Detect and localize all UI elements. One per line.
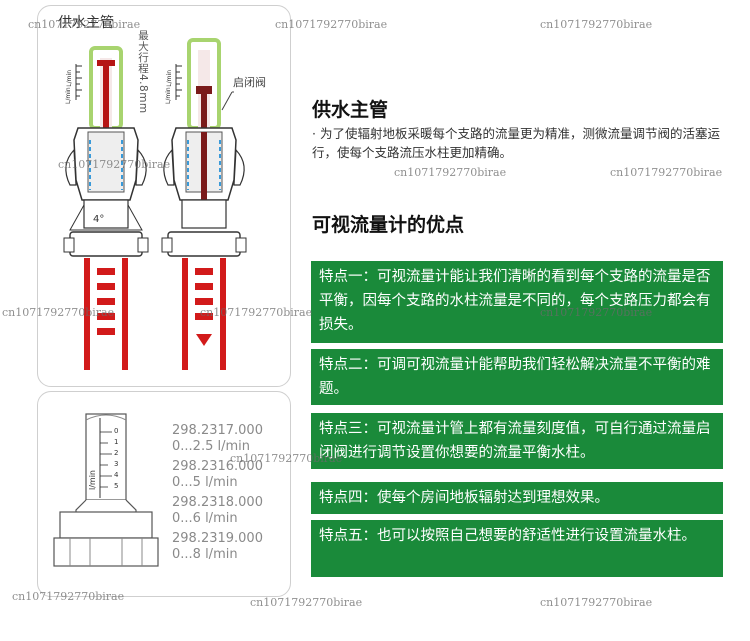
watermark: cn1071792770birae bbox=[58, 158, 171, 171]
model-item-1: 298.2317.000 0...2.5 l/min bbox=[172, 423, 263, 455]
model-code: 298.2317.000 bbox=[172, 423, 263, 438]
model-range: 0...2.5 l/min bbox=[172, 439, 250, 454]
model-code: 298.2319.000 bbox=[172, 531, 263, 546]
advantages-heading: 可视流量计的优点 bbox=[312, 214, 465, 236]
left-flowmeter-assembly: L/min bbox=[63, 46, 149, 370]
watermark: cn1071792770birae bbox=[28, 18, 141, 31]
watermark: cn1071792770birae bbox=[394, 166, 507, 179]
feature-box-5: 特点五：也可以按照自己想要的舒适性进行设置流量水柱。 bbox=[311, 520, 723, 577]
model-item-2: 298.2316.000 0...5 l/min bbox=[172, 459, 263, 491]
feature-box-3: 特点三：可视流量计管上都有流量刻度值，可自行通过流量启闭阀进行调节设置你想要的流… bbox=[311, 413, 723, 469]
watermark: cn1071792770birae bbox=[200, 306, 313, 319]
right-flowmeter-assembly: L/min bbox=[161, 38, 247, 370]
watermark: cn1071792770birae bbox=[610, 166, 723, 179]
diagram-panel-top bbox=[37, 5, 291, 387]
description-text: · 为了使辐射地板采暖每个支路的流量更为精准，测微流量调节阀的活塞运行，使每个支… bbox=[312, 126, 720, 160]
model-range: 0...5 l/min bbox=[172, 475, 238, 490]
watermark: cn1071792770birae bbox=[540, 18, 653, 31]
svg-text:L/min: L/min bbox=[165, 87, 172, 104]
svg-text:L/min: L/min bbox=[65, 87, 72, 104]
watermark: cn1071792770birae bbox=[250, 596, 363, 609]
gauge-tick-label: 3 bbox=[114, 460, 119, 468]
model-code: 298.2318.000 bbox=[172, 495, 263, 510]
gauge-unit-label: l/min bbox=[88, 470, 97, 491]
watermark: cn1071792770birae bbox=[540, 306, 653, 319]
watermark: cn1071792770birae bbox=[2, 306, 115, 319]
watermark: cn1071792770birae bbox=[275, 18, 388, 31]
valve-label: 启闭阀 bbox=[233, 76, 266, 89]
model-item-4: 298.2319.000 0...8 l/min bbox=[172, 531, 263, 563]
gauge-tick-label: 4 bbox=[114, 471, 119, 479]
gauge-tick-label: 2 bbox=[114, 449, 119, 457]
diagram-title: 供水主管 bbox=[58, 15, 114, 31]
gauge-closeup bbox=[53, 413, 159, 567]
gauge-tick-label: 5 bbox=[114, 482, 119, 490]
feature-box-4: 特点四：使每个房间地板辐射达到理想效果。 bbox=[311, 482, 723, 514]
watermark: cn1071792770birae bbox=[230, 452, 343, 465]
gauge-tick-label: 1 bbox=[114, 438, 119, 446]
feature-box-1: 特点一：可视流量计能让我们清晰的看到每个支路的流量是否平衡，因每个支路的水柱流量… bbox=[311, 261, 723, 343]
max-stroke-label: 最大行程4.8mm bbox=[137, 30, 149, 114]
scale-unit-label: L/min bbox=[66, 70, 73, 87]
model-range: 0...8 l/min bbox=[172, 547, 238, 562]
watermark: cn1071792770birae bbox=[12, 590, 125, 603]
watermark: cn1071792770birae bbox=[540, 596, 653, 609]
feature-box-2: 特点二：可调可视流量计能帮助我们轻松解决流量不平衡的难题。 bbox=[311, 349, 723, 405]
main-heading: 供水主管 bbox=[312, 99, 389, 121]
model-code: 298.2316.000 bbox=[172, 459, 263, 474]
angle-label: 4° bbox=[93, 214, 105, 225]
scale-unit-label: L/min bbox=[166, 70, 173, 87]
model-range: 0...6 l/min bbox=[172, 511, 238, 526]
gauge-tick-label: 0 bbox=[114, 427, 119, 435]
model-item-3: 298.2318.000 0...6 l/min bbox=[172, 495, 263, 527]
diagram-panel-bottom bbox=[37, 391, 291, 597]
